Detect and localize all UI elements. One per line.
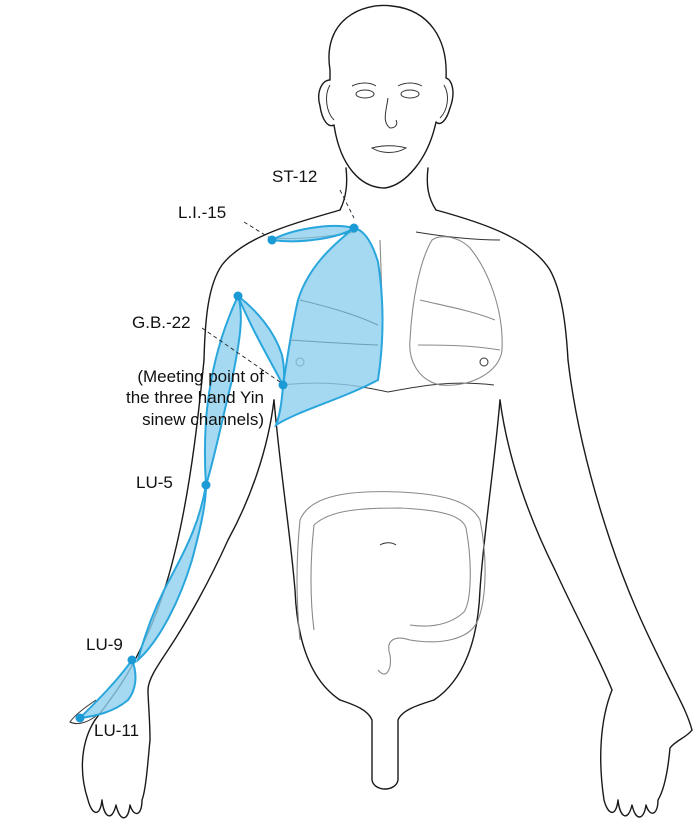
- point-lu11: [76, 714, 85, 723]
- meeting-line-2: the three hand Yin: [6, 387, 264, 408]
- label-gb22: G.B.-22: [132, 312, 191, 333]
- label-li15: L.I.-15: [178, 202, 226, 223]
- sinew-channel: [80, 226, 383, 718]
- point-st12: [350, 224, 359, 233]
- point-meeting: [279, 381, 288, 390]
- label-lu11: LU-11: [94, 720, 139, 741]
- label-meeting-point: (Meeting point of the three hand Yin sin…: [6, 366, 264, 430]
- lungs: [380, 237, 502, 386]
- point-gb22: [234, 292, 243, 301]
- point-li15: [268, 236, 277, 245]
- point-lu9: [128, 656, 137, 665]
- label-lu5: LU-5: [136, 472, 173, 493]
- colon: [297, 492, 485, 674]
- meeting-line-3: sinew channels): [6, 409, 264, 430]
- point-lu5: [202, 481, 211, 490]
- label-lu9: LU-9: [86, 634, 123, 655]
- meeting-line-1: (Meeting point of: [6, 366, 264, 387]
- label-st12: ST-12: [272, 166, 317, 187]
